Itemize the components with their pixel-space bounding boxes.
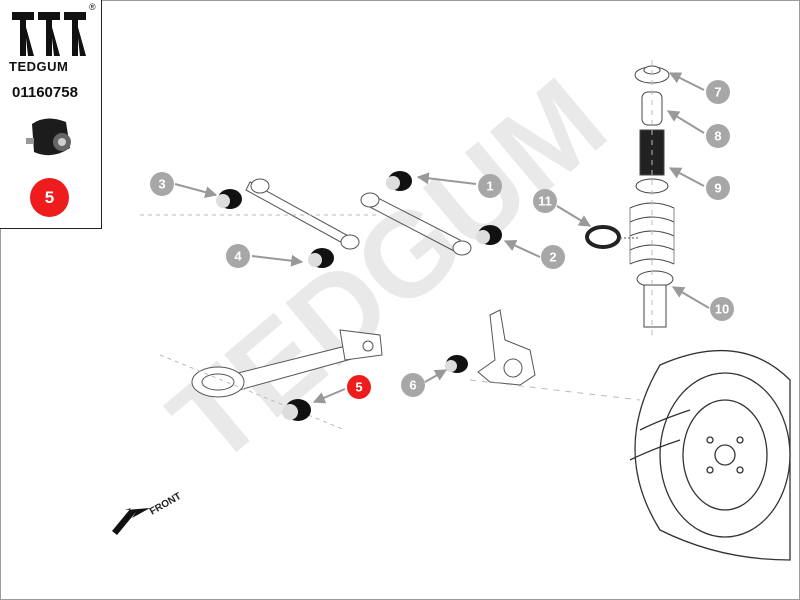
callout-leaders xyxy=(174,72,710,404)
strut-bearing xyxy=(585,225,640,249)
callout-7: 7 xyxy=(706,80,730,104)
bushing-3 xyxy=(216,189,242,209)
tedgum-logo-icon xyxy=(12,12,86,56)
svg-text:1: 1 xyxy=(486,179,493,194)
callout-2: 2 xyxy=(541,245,565,269)
position-badge: 5 xyxy=(30,178,69,217)
callout-5: 5 xyxy=(347,375,371,399)
bushing-4 xyxy=(308,248,334,268)
front-indicator: FRONT xyxy=(112,491,183,535)
callout-1: 1 xyxy=(478,174,502,198)
svg-text:7: 7 xyxy=(714,85,721,100)
svg-text:2: 2 xyxy=(549,250,556,265)
registered-mark: ® xyxy=(89,2,96,12)
upper-arm-rear xyxy=(140,178,380,250)
svg-text:10: 10 xyxy=(715,302,729,317)
svg-text:8: 8 xyxy=(714,129,721,144)
part-info-panel: ® TEDGUM 01160758 5 xyxy=(0,0,102,229)
callout-6: 6 xyxy=(401,373,425,397)
strut-assembly xyxy=(629,60,675,340)
trailing-arm xyxy=(159,329,383,431)
watermark: TEDGUM xyxy=(146,53,630,490)
svg-text:FRONT: FRONT xyxy=(148,491,183,518)
steering-knuckle xyxy=(469,309,641,401)
svg-text:11: 11 xyxy=(538,194,552,209)
svg-text:6: 6 xyxy=(409,378,416,393)
callout-9: 9 xyxy=(706,176,730,200)
svg-text:9: 9 xyxy=(714,181,721,196)
svg-text:4: 4 xyxy=(234,249,242,264)
bushing-2 xyxy=(476,225,502,245)
svg-text:3: 3 xyxy=(158,177,165,192)
arrow-down-left-icon xyxy=(112,508,150,535)
callout-8: 8 xyxy=(706,124,730,148)
callout-4: 4 xyxy=(226,244,250,268)
svg-text:5: 5 xyxy=(355,380,362,395)
brand-name: TEDGUM xyxy=(9,59,69,74)
bushing-photo-icon xyxy=(26,118,71,156)
part-number: 01160758 xyxy=(12,84,78,101)
upper-arm-front xyxy=(360,192,472,256)
callout-11: 11 xyxy=(533,189,557,213)
bushing-5 xyxy=(282,399,311,421)
callout-3: 3 xyxy=(150,172,174,196)
bushing-6 xyxy=(445,355,468,373)
wheel xyxy=(629,350,791,561)
bushing-1 xyxy=(386,171,412,191)
callout-10: 10 xyxy=(710,297,734,321)
